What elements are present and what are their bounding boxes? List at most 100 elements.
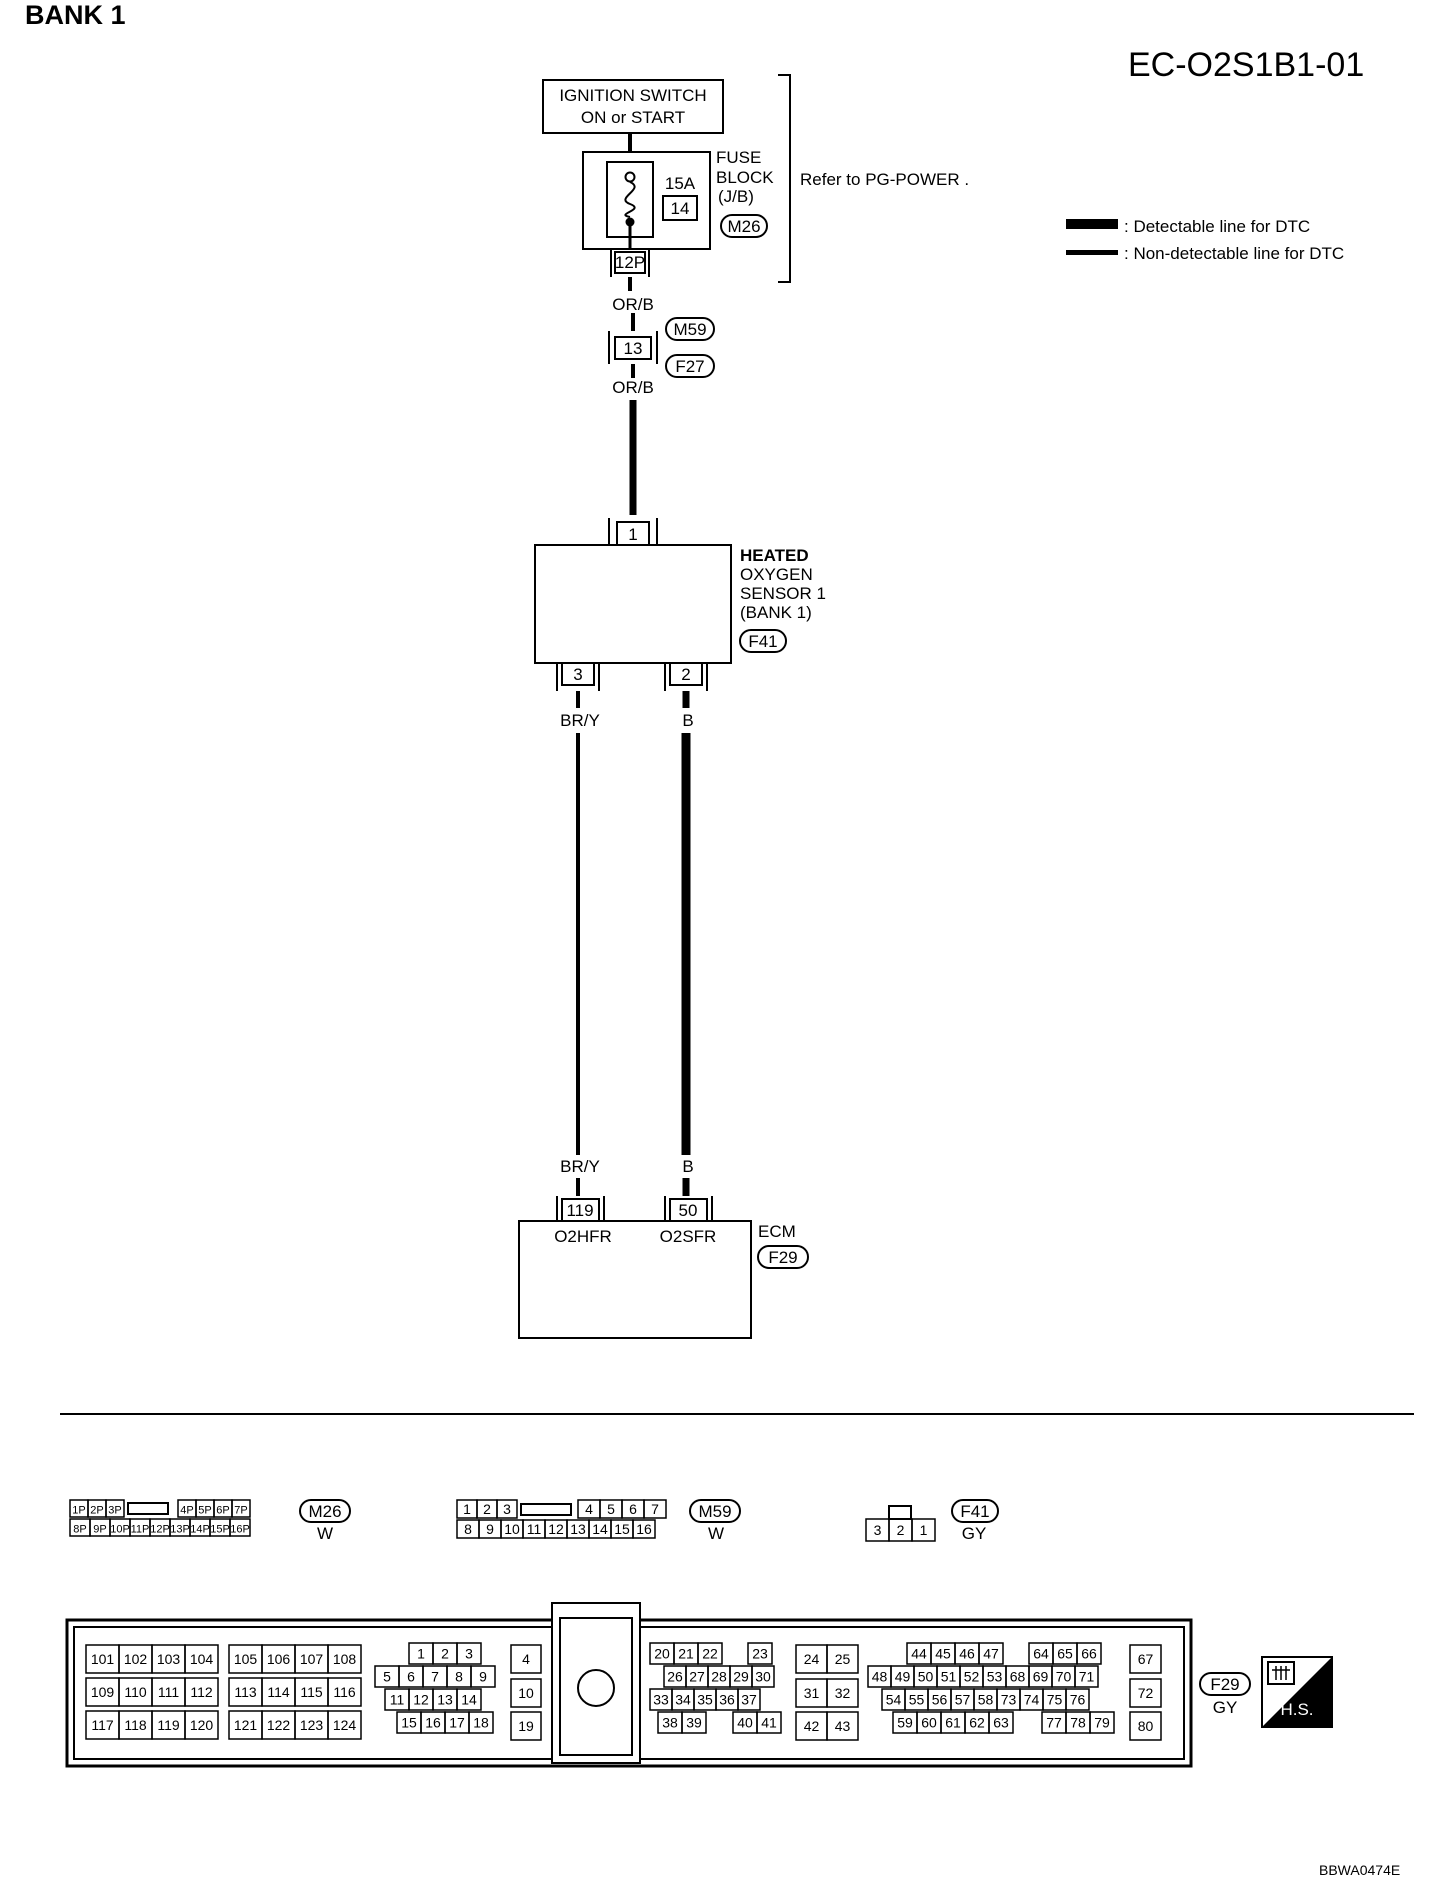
f29-pin-67-box xyxy=(1129,1644,1162,1674)
f29-pin-19-box xyxy=(510,1711,542,1741)
f29-pin-71: 71 xyxy=(1079,1669,1095,1685)
fuse-number-box xyxy=(662,195,698,221)
f29-center-bolt xyxy=(577,1669,615,1707)
m26-pin-11P: 11P xyxy=(131,1524,150,1536)
f29-pin-39-box xyxy=(681,1711,707,1734)
f29-pin-124: 124 xyxy=(333,1717,357,1733)
m59-pin-4: 4 xyxy=(585,1501,593,1517)
connector-tag-f27 xyxy=(665,354,715,378)
f29-pin-10: 10 xyxy=(518,1685,534,1701)
f29-pin-19: 19 xyxy=(518,1718,534,1734)
m59-pin-10: 10 xyxy=(504,1521,520,1537)
f29-pin-102: 102 xyxy=(124,1651,148,1667)
connector-tag-m26-text: M26 xyxy=(727,217,760,236)
f29-pin-108-box xyxy=(327,1644,362,1674)
f29-pin-15: 15 xyxy=(401,1715,417,1731)
f41-latch xyxy=(888,1505,912,1520)
f29-pin-112-box xyxy=(184,1677,219,1707)
diagram-code: EC-O2S1B1-01 xyxy=(1128,46,1364,84)
f29-pin-30: 30 xyxy=(755,1669,771,1685)
f41-color: GY xyxy=(962,1524,987,1543)
f29-pin-79: 79 xyxy=(1094,1715,1110,1731)
ecm-pin-name-signal: O2SFR xyxy=(660,1227,717,1246)
m59-color: W xyxy=(708,1524,724,1543)
f29-pin-11: 11 xyxy=(390,1692,405,1708)
f41-pin-1-box xyxy=(911,1518,936,1542)
m26-view-tag: M26 xyxy=(308,1502,341,1521)
f29-pin-121: 121 xyxy=(234,1717,258,1733)
m26-pin-6P: 6P xyxy=(216,1505,229,1517)
f29-pin-22: 22 xyxy=(702,1646,718,1662)
fuse-block-label-1: FUSE xyxy=(716,148,761,167)
f29-pin-31: 31 xyxy=(804,1685,820,1701)
m59-pin-2: 2 xyxy=(483,1501,491,1517)
terminal-12p-frame xyxy=(610,250,650,277)
f29-pin-57: 57 xyxy=(955,1692,971,1708)
f29-pin-46: 46 xyxy=(959,1646,975,1662)
f29-pin-70: 70 xyxy=(1056,1669,1072,1685)
f29-pin-111: 111 xyxy=(158,1684,179,1700)
f29-pin-10-box xyxy=(510,1678,542,1708)
f29-pin-49: 49 xyxy=(895,1669,911,1685)
connector-tag-m59-text: M59 xyxy=(673,320,706,339)
f29-pin-9-box xyxy=(470,1665,496,1688)
m26-pin-8P: 8P xyxy=(73,1524,86,1536)
f29-pin-60: 60 xyxy=(921,1715,937,1731)
f29-pin-79-box xyxy=(1089,1711,1115,1734)
f29-pin-53: 53 xyxy=(987,1669,1003,1685)
f29-pin-44: 44 xyxy=(911,1646,927,1662)
m26-pin-4P: 4P xyxy=(180,1505,193,1517)
f41-pin-1: 1 xyxy=(920,1522,928,1538)
f29-pin-113: 113 xyxy=(234,1684,257,1700)
f29-pin-120-box xyxy=(184,1710,219,1740)
f29-pin-37-box xyxy=(737,1688,761,1711)
f29-pin-5: 5 xyxy=(383,1669,391,1685)
sensor-label-3: SENSOR 1 xyxy=(740,584,826,603)
f29-pin-25: 25 xyxy=(835,1651,851,1667)
f29-pin-74: 74 xyxy=(1024,1692,1040,1708)
f29-pin-32-box xyxy=(826,1678,859,1708)
fuse-block-label-2: BLOCK xyxy=(716,168,774,187)
f29-pin-38: 38 xyxy=(662,1715,678,1731)
f29-pin-29: 29 xyxy=(733,1669,749,1685)
f29-pin-56: 56 xyxy=(932,1692,948,1708)
m26-pin-7P: 7P xyxy=(234,1505,247,1517)
f29-pin-66-box xyxy=(1076,1642,1102,1665)
f29-color: GY xyxy=(1213,1698,1238,1717)
f29-pin-63-box xyxy=(988,1711,1014,1734)
f29-pin-39: 39 xyxy=(686,1715,702,1731)
connector-tag-f41 xyxy=(739,629,787,653)
f29-pin-115: 115 xyxy=(300,1684,323,1700)
f29-pin-24: 24 xyxy=(804,1651,820,1667)
f29-pin-64: 64 xyxy=(1033,1646,1049,1662)
f29-pin-78: 78 xyxy=(1070,1715,1086,1731)
m26-pin-16P-box xyxy=(229,1518,251,1537)
f29-pin-35: 35 xyxy=(697,1692,713,1708)
legend-detectable-text: : Detectable line for DTC xyxy=(1124,217,1310,236)
bank-title: BANK 1 xyxy=(25,0,126,30)
f29-pin-72: 72 xyxy=(1138,1685,1154,1701)
sensor-pin1-frame xyxy=(608,518,658,545)
terminal-12p: 12P xyxy=(615,253,645,272)
wire-color-b-top: B xyxy=(682,711,693,730)
ecm-pin119: 119 xyxy=(566,1201,593,1220)
m26-pin-10P: 10P xyxy=(110,1524,130,1536)
m26-pin-7P-box xyxy=(231,1499,251,1518)
f29-pin-101: 101 xyxy=(91,1651,115,1667)
m59-pin-6: 6 xyxy=(629,1501,637,1517)
fuse-block-label-3: (J/B) xyxy=(718,187,754,206)
f29-pin-2: 2 xyxy=(441,1646,449,1662)
hs-badge-triangle xyxy=(1262,1657,1332,1727)
f29-pin-106: 106 xyxy=(267,1651,291,1667)
f29-pin-41-box xyxy=(756,1711,782,1734)
m59-pin-15: 15 xyxy=(614,1521,630,1537)
fuse-symbol-icon xyxy=(624,181,636,218)
m59-pin-14: 14 xyxy=(592,1521,608,1537)
f29-pin-23-box xyxy=(747,1642,773,1665)
wire-color-bry-top: BR/Y xyxy=(560,711,600,730)
sensor-pin2-frame xyxy=(664,663,708,691)
sensor-label-4: (BANK 1) xyxy=(740,603,812,622)
f29-pin-54: 54 xyxy=(886,1692,902,1708)
oxygen-sensor-box xyxy=(534,544,732,664)
